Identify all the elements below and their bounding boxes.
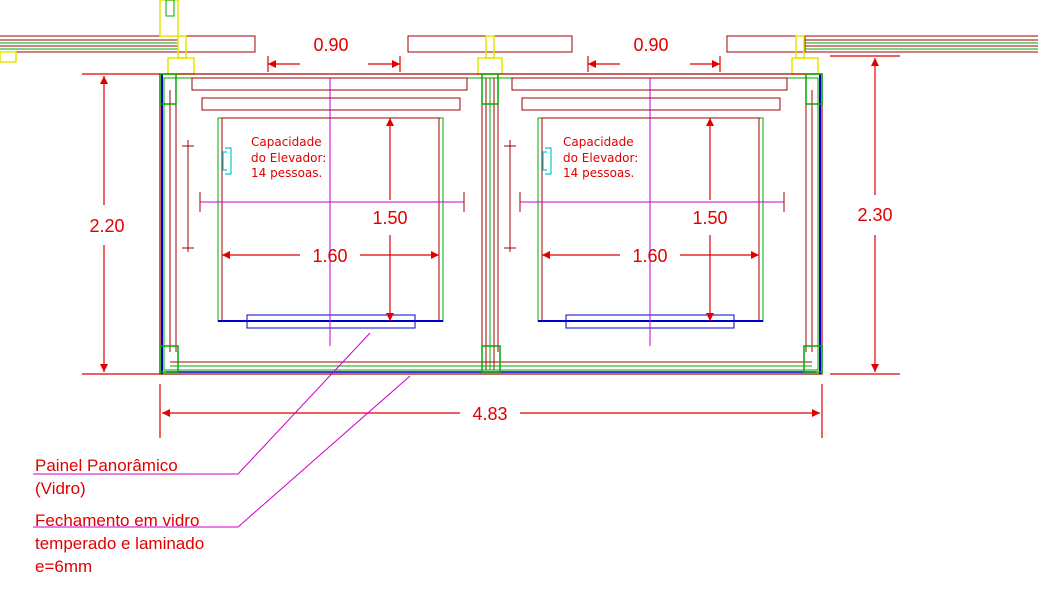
panel-note-line-1: Painel Panorâmico — [35, 456, 178, 475]
glass-leader-line — [33, 375, 411, 528]
cab-width-right-label: 1.60 — [632, 246, 667, 266]
panel-note-line-2: (Vidro) — [35, 479, 86, 498]
glass-note-line-1: Fechamento em vidro — [35, 511, 199, 530]
capacity-right-line-1: Capacidade — [563, 135, 634, 149]
top-wall-green — [0, 42, 1038, 50]
corner-frames — [159, 73, 823, 373]
shaft-depth-left-label: 2.20 — [89, 216, 124, 236]
capacity-left-line-1: Capacidade — [251, 135, 322, 149]
left-indicator-icon — [222, 147, 232, 175]
door-width-left-label: 0.90 — [313, 35, 348, 55]
cab-depth-right-label: 1.50 — [692, 208, 727, 228]
glass-note-line-2: temperado e laminado — [35, 534, 204, 553]
top-wall — [0, 35, 1038, 53]
capacity-left-line-3: 14 pessoas. — [251, 166, 322, 180]
capacity-left-line-2: do Elevador: — [251, 151, 326, 165]
columns — [0, 0, 819, 75]
cab-depth-left-label: 1.50 — [372, 208, 407, 228]
total-width-label: 4.83 — [472, 404, 507, 424]
cab-width-left-label: 1.60 — [312, 246, 347, 266]
door-width-right-label: 0.90 — [633, 35, 668, 55]
right-indicator-icon — [542, 147, 552, 175]
panel-leader-line — [33, 332, 371, 475]
glass-note-line-3: e=6mm — [35, 557, 92, 576]
right-car — [504, 77, 788, 346]
capacity-right-line-3: 14 pessoas. — [563, 166, 634, 180]
capacity-right-line-2: do Elevador: — [563, 151, 638, 165]
left-car — [182, 77, 468, 346]
column-hatch — [165, 0, 175, 17]
shaft-depth-right-label: 2.30 — [857, 205, 892, 225]
